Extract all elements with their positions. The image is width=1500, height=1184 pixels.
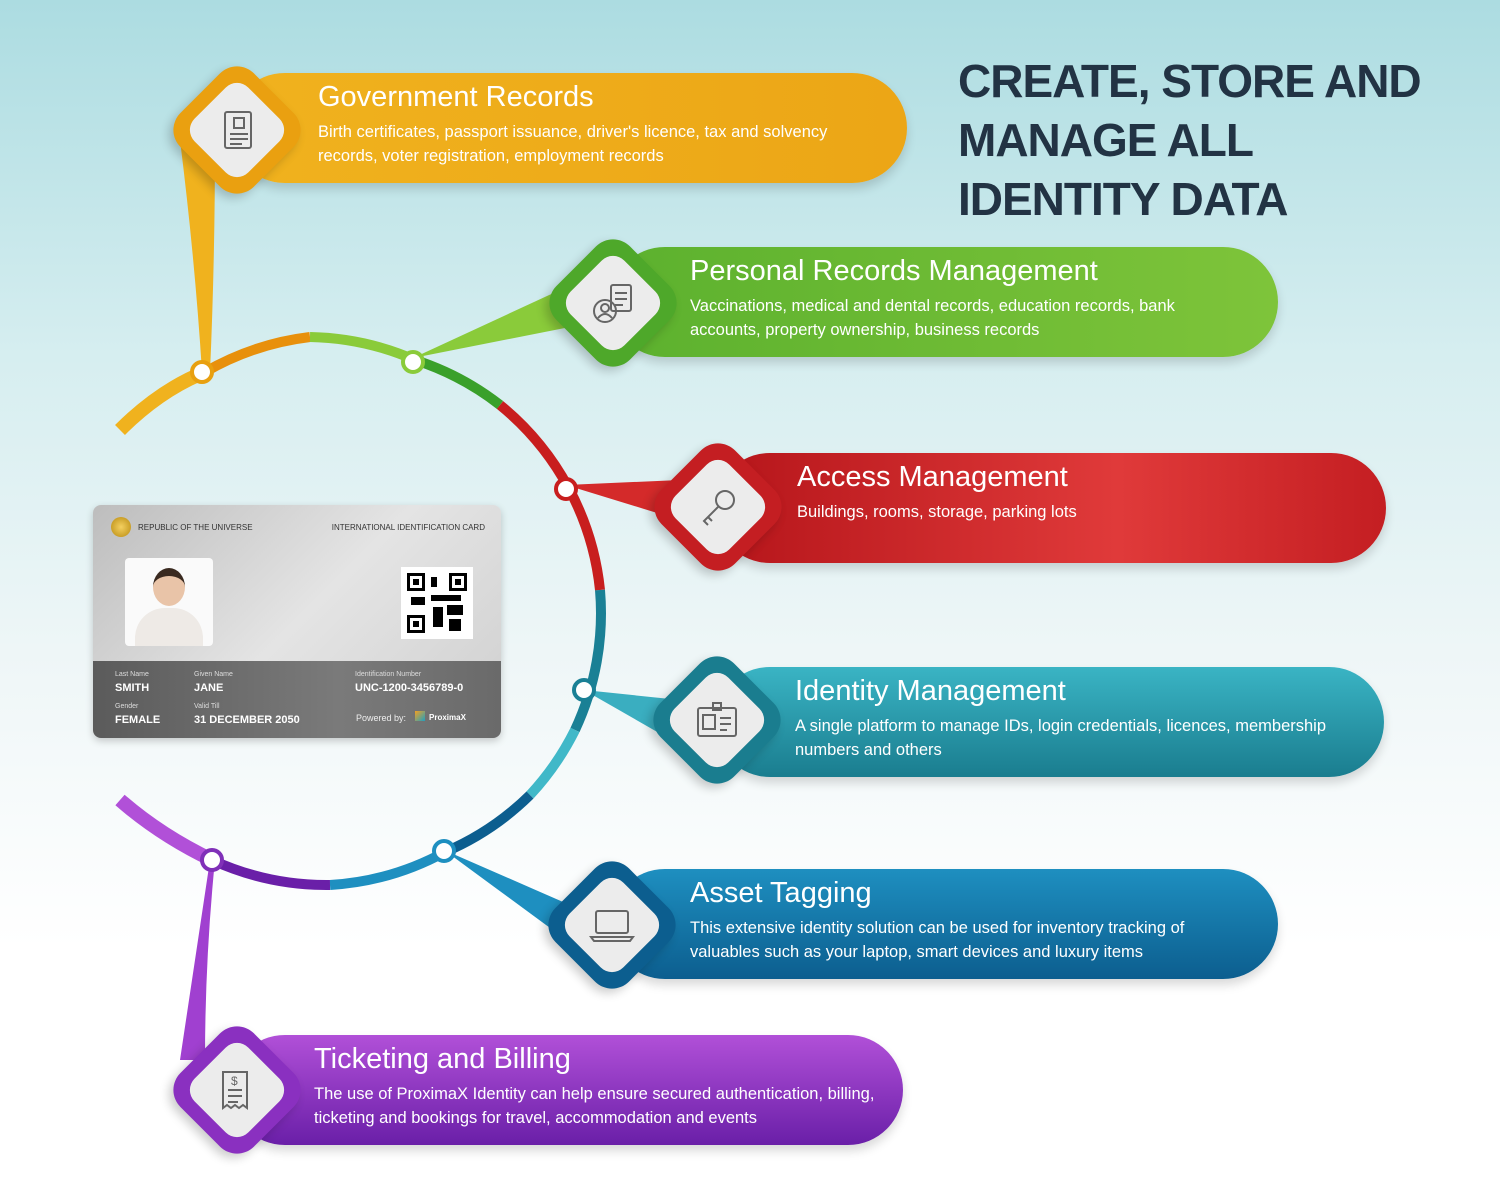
svg-text:$: $ xyxy=(231,1074,238,1088)
laptop-icon xyxy=(582,895,642,955)
card-photo xyxy=(125,558,213,646)
card-type: INTERNATIONAL IDENTIFICATION CARD xyxy=(331,523,485,532)
item-title: Ticketing and Billing xyxy=(314,1043,571,1075)
valid-till: 31 DECEMBER 2050 xyxy=(194,714,300,726)
headline: CREATE, STORE AND MANAGE ALL IDENTITY DA… xyxy=(958,52,1422,229)
qr-code xyxy=(401,567,473,639)
proximax-logo-icon xyxy=(415,711,425,721)
headline-line: MANAGE ALL xyxy=(958,114,1254,166)
seal-icon xyxy=(111,517,131,537)
brand: ProximaX xyxy=(429,713,466,722)
last-name: SMITH xyxy=(115,682,150,694)
label: Given Name xyxy=(194,671,233,678)
label: Last Name xyxy=(115,671,149,678)
item-title: Identity Management xyxy=(795,675,1066,707)
card-details: Last Name SMITH Given Name JANE Identifi… xyxy=(93,661,501,738)
id-number: UNC-1200-3456789-0 xyxy=(355,682,464,694)
item-desc: A single platform to manage IDs, login c… xyxy=(795,717,1327,759)
gender: FEMALE xyxy=(115,714,161,726)
item-desc: Vaccinations, medical and dental records… xyxy=(690,297,1175,339)
headline-line: IDENTITY DATA xyxy=(958,173,1288,225)
label: Identification Number xyxy=(355,671,422,678)
item-desc: Buildings, rooms, storage, parking lots xyxy=(797,503,1077,521)
item-title: Access Management xyxy=(797,461,1068,493)
headline-line: CREATE, STORE AND xyxy=(958,55,1422,107)
item-title: Asset Tagging xyxy=(690,877,872,909)
receipt-icon: $ xyxy=(207,1060,267,1120)
personal-records-icon xyxy=(583,273,643,333)
card-issuer: REPUBLIC OF THE UNIVERSE xyxy=(138,523,253,532)
id-card: REPUBLIC OF THE UNIVERSE INTERNATIONAL I… xyxy=(93,505,501,738)
item-identity-management: Identity Management A single platform to … xyxy=(715,667,1384,777)
item-desc: This extensive identity solution can be … xyxy=(690,919,1185,961)
powered-by: Powered by: xyxy=(356,713,407,723)
given-name: JANE xyxy=(194,682,224,694)
item-desc: Birth certificates, passport issuance, d… xyxy=(318,123,828,165)
label: Gender xyxy=(115,703,139,710)
item-title: Government Records xyxy=(318,81,594,113)
label: Valid Till xyxy=(194,703,220,710)
item-title: Personal Records Management xyxy=(690,255,1098,287)
document-icon xyxy=(207,100,267,160)
item-desc: The use of ProximaX Identity can help en… xyxy=(314,1085,875,1127)
id-badge-icon xyxy=(687,690,747,750)
key-icon xyxy=(688,477,748,537)
